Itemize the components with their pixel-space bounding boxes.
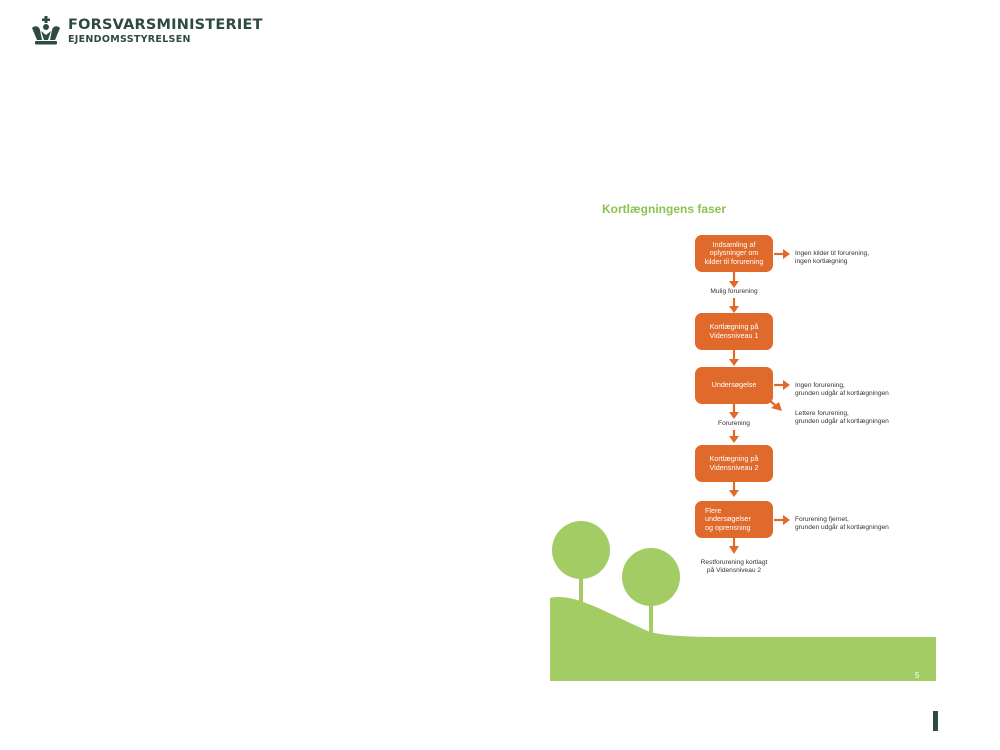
page-number: 5	[915, 671, 920, 680]
arrow-down-2	[729, 298, 739, 313]
logo-text: FORSVARSMINISTERIET EJENDOMSSTYRELSEN	[68, 16, 263, 45]
between-label-1: Mulig forurening	[710, 288, 758, 295]
arrow-down-7	[729, 538, 739, 554]
step-label-4: Kortlægning på Vidensniveau 2	[709, 454, 759, 472]
step-label-1: Indsamling af oplysninger om kilder til …	[704, 239, 764, 266]
between-label-2: Forurening	[718, 420, 750, 427]
arrow-right-2	[774, 380, 790, 390]
diagram-title: Kortlægningens faser	[602, 202, 727, 216]
logo: FORSVARSMINISTERIET EJENDOMSSTYRELSEN	[30, 16, 263, 46]
side-note-3: Lettere forurening, grunden udgår af kor…	[795, 410, 889, 425]
arrow-down-4	[729, 404, 739, 419]
arrow-right-1	[774, 249, 790, 259]
hill	[550, 597, 936, 681]
step-box-3: Undersøgelse	[695, 367, 773, 404]
between-label-3: Restforurening kortlagt på Vidensniveau …	[700, 559, 768, 574]
step-label-2: Kortlægning på Vidensniveau 1	[709, 322, 759, 340]
step-label-5: Flere undersøgelser og oprensning	[705, 505, 751, 532]
tree-crown-left	[552, 521, 610, 579]
crown-icon	[32, 16, 60, 45]
arrow-down-6	[729, 482, 739, 497]
arrow-down-5	[729, 430, 739, 443]
step-box-4: Kortlægning på Vidensniveau 2	[695, 445, 773, 482]
side-note-1: Ingen kilder til forurening, ingen kortl…	[795, 250, 870, 265]
step-box-2: Kortlægning på Vidensniveau 1	[695, 313, 773, 350]
tree-crown-right	[622, 548, 680, 606]
side-note-2: Ingen forurening, grunden udgår af kortl…	[795, 382, 889, 397]
step-box-1: Indsamling af oplysninger om kilder til …	[695, 235, 773, 272]
logo-line2: EJENDOMSSTYRELSEN	[68, 34, 191, 45]
step-box-5: Flere undersøgelser og oprensning	[695, 501, 773, 538]
tree-trunk-right	[649, 595, 653, 640]
logo-line1: FORSVARSMINISTERIET	[68, 16, 263, 33]
arrow-down-1	[729, 272, 739, 288]
side-note-4: Forurening fjernet, grunden udgår af kor…	[795, 516, 889, 531]
arrow-down-3	[729, 350, 739, 366]
tree-trunk-left	[579, 560, 583, 610]
corner-accent-bar	[933, 711, 938, 731]
arrow-right-3	[774, 515, 790, 525]
step-label-3: Undersøgelse	[711, 380, 757, 390]
